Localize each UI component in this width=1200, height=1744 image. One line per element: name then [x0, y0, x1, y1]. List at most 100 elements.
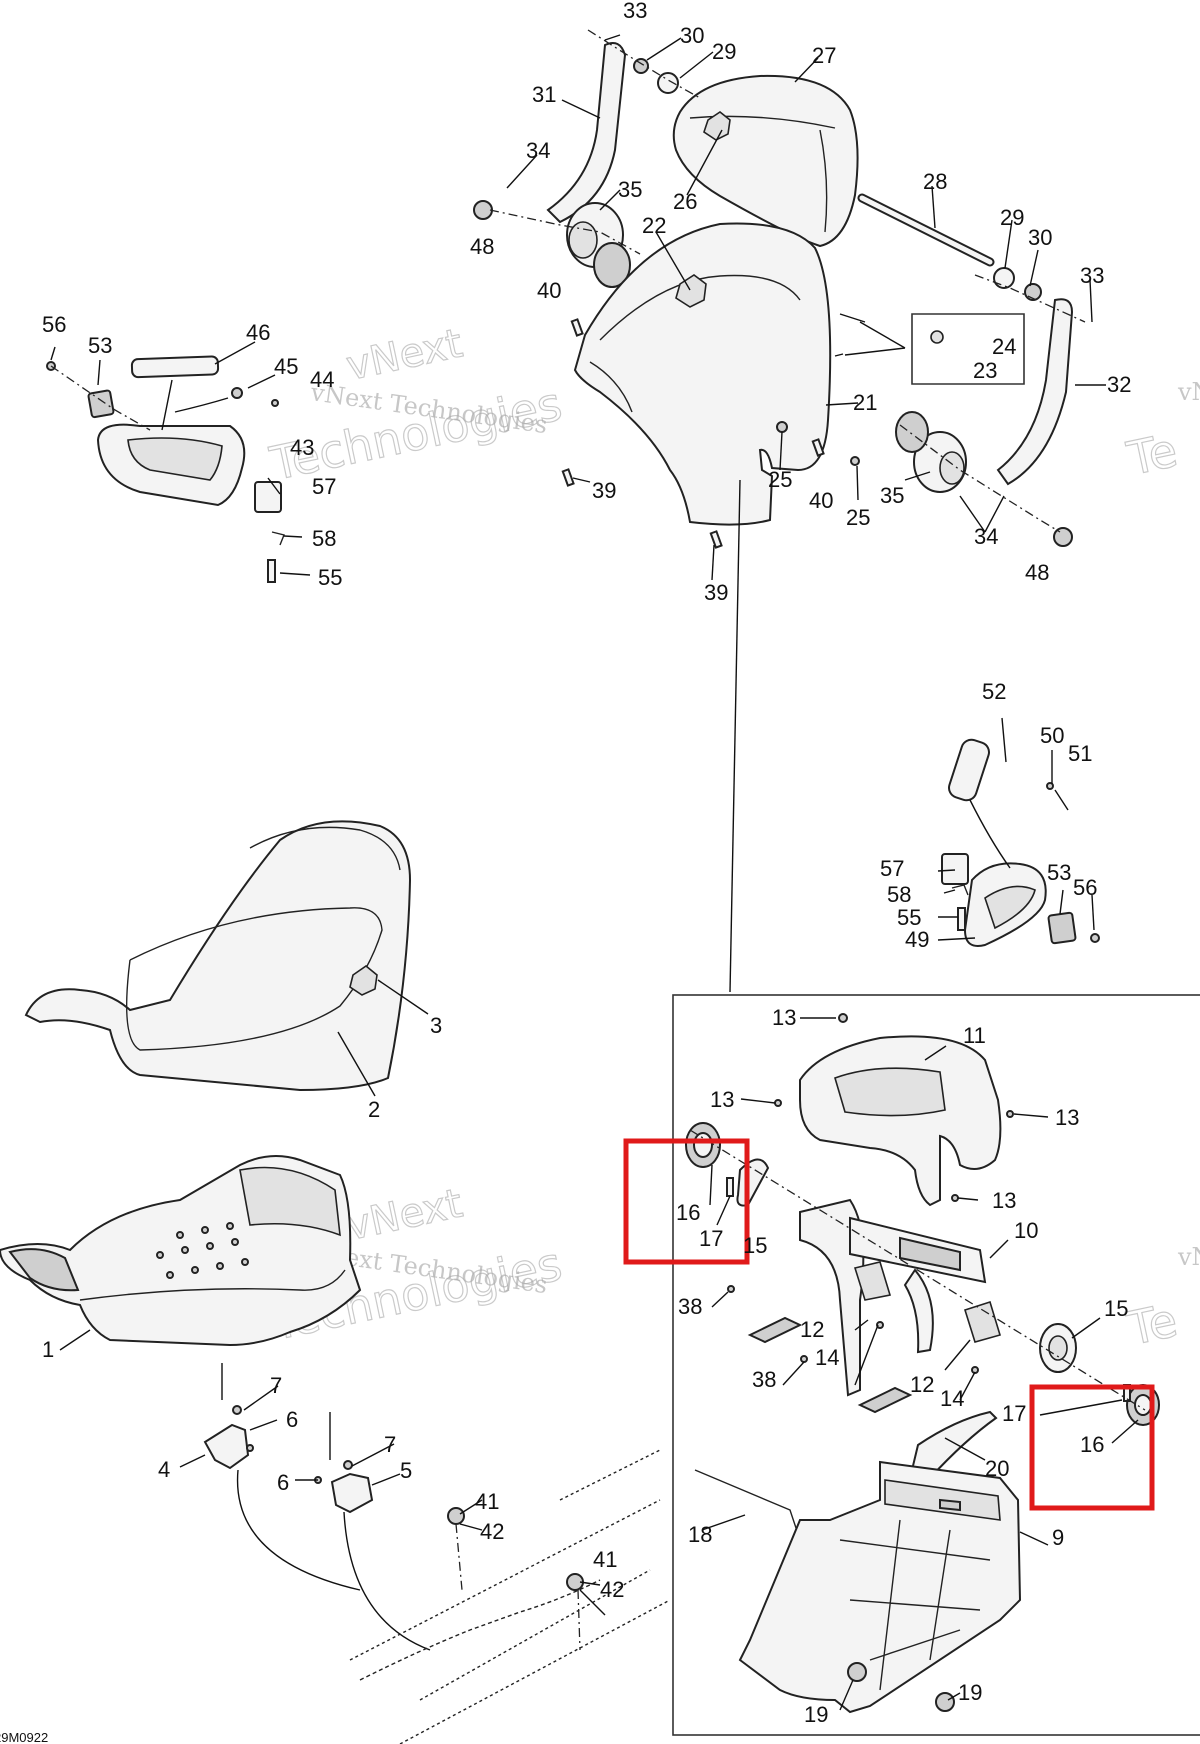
- watermark-text-vnext-mid: vNext: [343, 1180, 467, 1249]
- callout-53: 53: [88, 333, 112, 358]
- backrest-assembly: [473, 29, 1086, 547]
- callout-32: 32: [1107, 372, 1131, 397]
- callout-22: 22: [642, 213, 666, 238]
- callout-42: 42: [600, 1577, 624, 1602]
- callout-40: 40: [537, 278, 561, 303]
- callout-13: 13: [1055, 1105, 1079, 1130]
- callout-35: 35: [880, 483, 904, 508]
- logo-patch-3: [349, 964, 378, 996]
- backrest-arm-right: [996, 298, 1074, 486]
- callout-58: 58: [887, 882, 911, 907]
- bracket-57-left: [254, 481, 282, 513]
- callout-labels: 33 30 29 27 31 34 35 26 28 22 48 29 30 3…: [42, 0, 1131, 1727]
- strap-20: [910, 1410, 998, 1480]
- pin-55-right: [957, 907, 966, 931]
- callout-15: 15: [743, 1233, 767, 1258]
- callout-12: 12: [910, 1372, 934, 1397]
- callout-15: 15: [1104, 1296, 1128, 1321]
- logo-patch-26: [703, 111, 731, 141]
- callout-30: 30: [680, 23, 704, 48]
- plate-12-left: [853, 1261, 892, 1301]
- highlight-box-right: [1029, 1384, 1155, 1511]
- knob-48-right: [1053, 527, 1073, 547]
- callout-31: 31: [532, 82, 556, 107]
- passenger-seat-21: [561, 222, 1025, 993]
- callout-55: 55: [318, 565, 342, 590]
- washer-29-left: [657, 72, 679, 94]
- plate-15-left: [736, 1158, 770, 1207]
- callout-11: 11: [963, 1023, 986, 1048]
- callout-3: 3: [430, 1013, 442, 1038]
- cap-53-left: [87, 389, 115, 419]
- tray-9: [738, 1460, 1022, 1714]
- callout-17: 17: [1002, 1401, 1026, 1426]
- callout-53: 53: [1047, 860, 1071, 885]
- backrest-pad: [672, 74, 859, 248]
- pin-17-left: [726, 1177, 734, 1197]
- watermark-text-vnext-top: vNext: [343, 320, 467, 389]
- callout-38: 38: [678, 1294, 702, 1319]
- callout-30: 30: [1028, 225, 1052, 250]
- callout-25: 25: [768, 467, 792, 492]
- left-handle-assembly: [46, 355, 285, 583]
- detail-inset-frame: [672, 994, 1200, 1736]
- brackets-and-chassis: [203, 1363, 671, 1744]
- washer-30-left: [633, 58, 649, 74]
- pin-55-left: [267, 559, 276, 583]
- callout-12: 12: [800, 1317, 824, 1342]
- backrest-arm-left: [546, 42, 627, 224]
- bracket-4: [203, 1423, 250, 1470]
- callout-7: 7: [270, 1373, 282, 1398]
- watermark-edge: vN Te vN Te: [1121, 378, 1200, 1357]
- callout-20: 20: [985, 1456, 1009, 1481]
- callout-6: 6: [286, 1407, 298, 1432]
- bracket-57-right: [941, 853, 969, 885]
- callout-1: 1: [42, 1337, 54, 1362]
- watermark-text-edge-2: Te: [1122, 423, 1182, 486]
- callout-40: 40: [809, 488, 833, 513]
- callout-50: 50: [1040, 723, 1064, 748]
- callout-34: 34: [974, 524, 998, 549]
- gear-right: [895, 411, 929, 453]
- callout-48: 48: [470, 234, 494, 259]
- callout-21: 21: [853, 390, 877, 415]
- callout-49: 49: [905, 927, 929, 952]
- callout-34: 34: [526, 138, 550, 163]
- foot-19-right: [935, 1692, 955, 1712]
- seat-frame-plate-23-24: [911, 313, 1025, 385]
- plate-12-right: [963, 1300, 1002, 1343]
- pin-39-lower: [709, 530, 723, 549]
- callout-14: 14: [815, 1345, 839, 1370]
- seat-base-holes: [156, 1222, 249, 1279]
- washer-30-right: [1024, 283, 1042, 301]
- callout-42: 42: [480, 1519, 504, 1544]
- chassis-frame: [349, 1449, 671, 1744]
- logo-patch-22: [675, 274, 707, 308]
- callout-27: 27: [812, 43, 836, 68]
- callout-33: 33: [1080, 263, 1104, 288]
- lower-mechanism: [685, 1013, 1160, 1714]
- spring-58-right: [951, 884, 969, 896]
- callout-18: 18: [688, 1522, 712, 1547]
- callout-24: 24: [992, 334, 1016, 359]
- seat-base-1: [0, 1155, 362, 1351]
- gear-left: [593, 242, 631, 288]
- callout-46: 46: [246, 320, 270, 345]
- callout-29: 29: [712, 39, 736, 64]
- grip-46: [130, 355, 220, 379]
- callout-10: 10: [1014, 1218, 1038, 1243]
- callout-51: 51: [1068, 741, 1092, 766]
- pin-40-lower: [811, 438, 825, 457]
- callout-38: 38: [752, 1367, 776, 1392]
- callout-5: 5: [400, 1458, 412, 1483]
- callout-41: 41: [593, 1547, 617, 1572]
- grip-52: [948, 738, 990, 802]
- callout-13: 13: [992, 1188, 1016, 1213]
- callout-23: 23: [973, 358, 997, 383]
- callout-39: 39: [592, 478, 616, 503]
- right-handle-assembly: [941, 738, 1100, 947]
- callout-19: 19: [804, 1702, 828, 1727]
- foot-38-right: [857, 1386, 913, 1414]
- callout-2: 2: [368, 1097, 380, 1122]
- washer-29-right: [993, 267, 1015, 289]
